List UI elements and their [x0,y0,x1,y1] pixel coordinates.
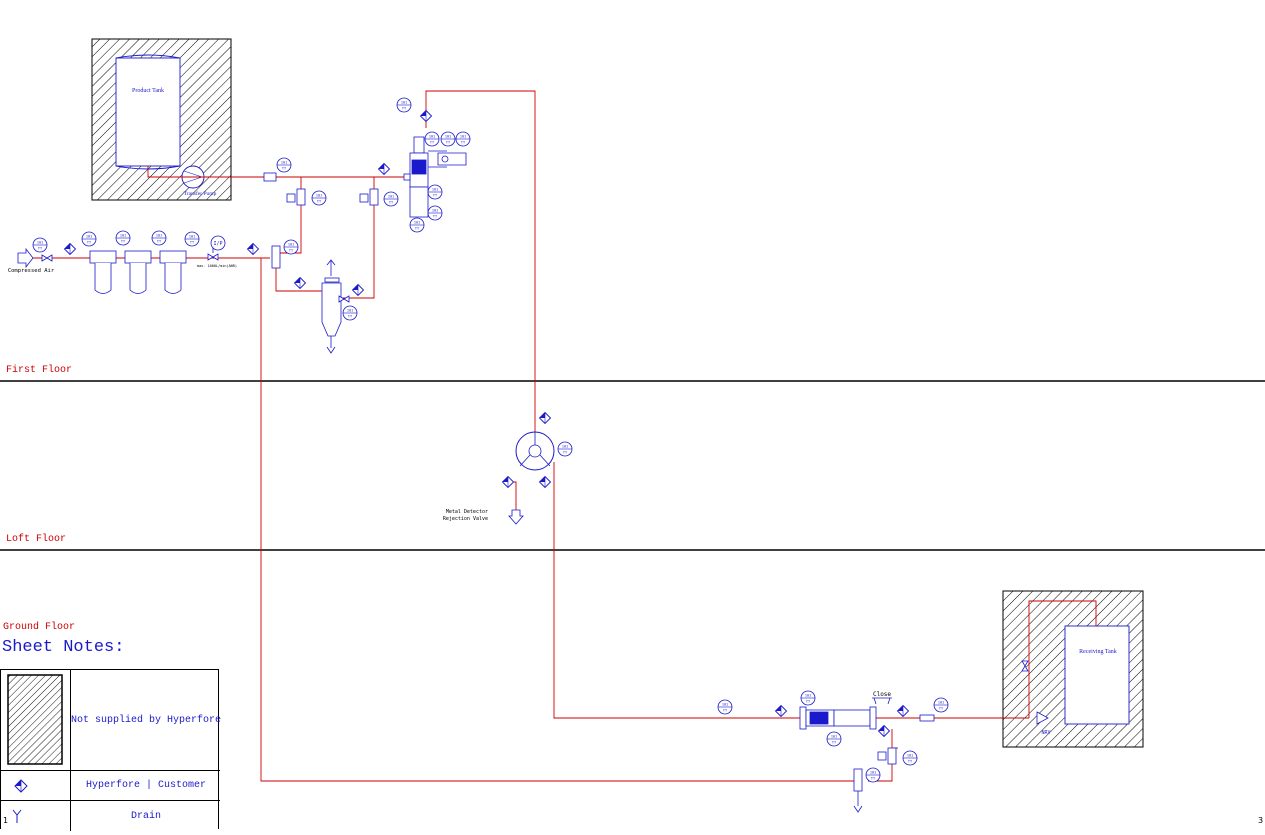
floor-label-ground: Ground Floor [3,622,76,633]
upper-equipment-column[interactable] [403,136,467,218]
lower-equipment-assembly[interactable]: Close [799,691,935,813]
legend-row-drain: Drain [1,801,220,831]
sheet-notes-legend: Not supplied by Hyperfore Hyperfore | Cu… [0,669,222,831]
ip-converter-label: I/P [213,241,222,247]
transfer-pump-label: Transfer Pump [184,190,217,197]
receiving-tank-area[interactable]: Receiving Tank NRV [1002,590,1144,748]
legend-row-not-supplied: Not supplied by Hyperfore [1,670,222,771]
compressed-air-label: Compressed Air [8,268,55,274]
filter-vessel[interactable] [321,259,350,354]
receiving-tank-label: Receiving Tank [1079,649,1117,655]
air-capacity-note: max. 1000L/min(ANR) [197,264,237,268]
rejection-valve-label-2: Rejection Valve [443,516,488,522]
nrv-label: NRV [1041,730,1050,736]
metal-detector-rejection-valve[interactable]: Metal Detector Rejection Valve [443,431,555,525]
sheet-index-right: 3 [1258,816,1264,825]
interface-diamond-icon [14,779,28,793]
product-tank-label: Product Tank [132,88,164,94]
ip-converter[interactable] [210,235,226,251]
sheet-index-left: 1 [3,816,9,825]
interface-diamonds[interactable] [64,110,909,737]
legend-text-interface: Hyperfore | Customer [85,780,207,791]
compressed-air-train[interactable]: Compressed Air I/P max. 1000L/min(ANR) [8,235,237,294]
line-devices[interactable] [263,172,897,765]
sheet-notes-title: Sheet Notes: [2,638,125,657]
drain-icon [12,809,22,823]
close-tag: Close [873,691,891,698]
hatch-icon [7,674,63,765]
rejection-valve-label-1: Metal Detector [446,509,488,515]
legend-text-not-supplied: Not supplied by Hyperfore [70,714,222,726]
legend-row-interface: Hyperfore | Customer [1,771,220,801]
product-tank-area[interactable]: Product Tank Transfer Pump [91,38,232,201]
floor-label-first: First Floor [6,365,73,376]
floor-label-loft: Loft Floor [6,534,67,545]
legend-text-drain: Drain [130,810,161,822]
